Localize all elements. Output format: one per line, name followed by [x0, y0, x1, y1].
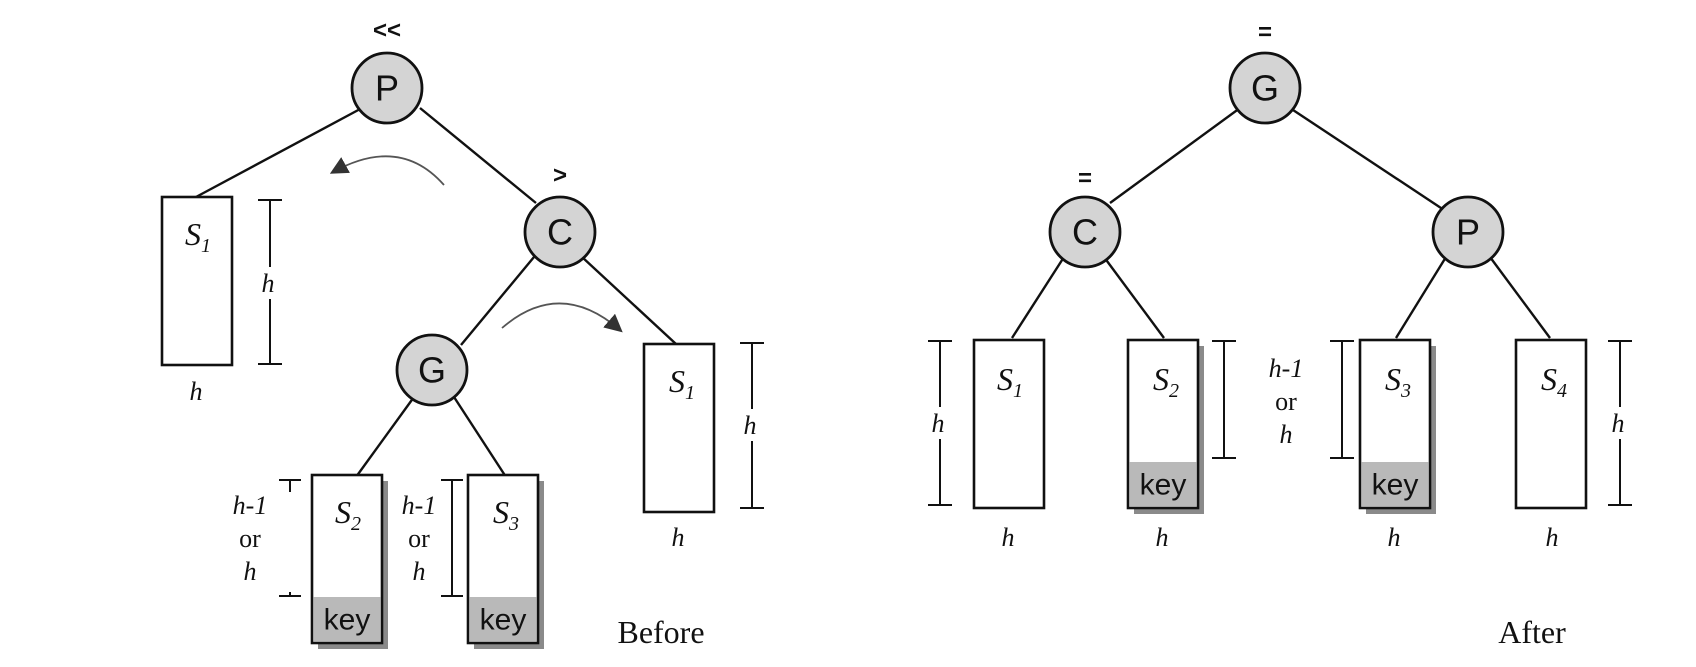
subtree-s3: key S3 h h-1 or h — [1269, 338, 1436, 552]
node-balance: > — [553, 162, 567, 189]
height-label: or — [1275, 387, 1297, 416]
height-label: h-1 — [1269, 354, 1304, 383]
rotate-right-arrow-icon — [501, 302, 623, 333]
subtree-height: h — [1002, 523, 1015, 552]
node-label: C — [547, 212, 573, 253]
after-caption: After — [1498, 614, 1566, 650]
height-label: or — [408, 524, 430, 553]
height-label: h — [932, 409, 945, 438]
node-c: > C — [523, 162, 597, 269]
subtree-height: h — [1546, 523, 1559, 552]
node-p: << P — [350, 17, 424, 125]
node-label: P — [1456, 212, 1480, 253]
subtree-name: S3 — [493, 494, 519, 535]
edge-g-c — [1109, 107, 1241, 204]
height-label: or — [239, 524, 261, 553]
height-label: h — [1280, 420, 1293, 449]
key-label: key — [480, 604, 527, 637]
subtree-name: S1 — [669, 363, 695, 404]
edge-c-s2 — [1103, 256, 1165, 339]
edge-g-s2 — [355, 396, 415, 478]
height-label: h — [413, 557, 426, 586]
height-label: h — [244, 557, 257, 586]
edge-p-c — [419, 107, 537, 204]
height-indicator: h-1 or h — [1269, 340, 1354, 459]
node-c: = C — [1048, 165, 1122, 269]
subtree-name: S3 — [1385, 361, 1411, 402]
subtree-s2: key S2 h-1 or h — [233, 473, 388, 649]
subtree-s3: key S3 h-1 or h — [396, 473, 544, 649]
edge-g-s3 — [452, 396, 508, 478]
edge-p-s1 — [195, 106, 363, 199]
node-balance: << — [373, 17, 401, 44]
edge-c-s1 — [1010, 256, 1066, 339]
subtree-s2: key S2 h — [1126, 338, 1236, 552]
edge-p-s3 — [1394, 256, 1448, 339]
key-label: key — [1140, 469, 1187, 502]
subtree-name: S2 — [335, 494, 361, 535]
edge-g-p — [1289, 106, 1445, 212]
subtree-s4: S4 h h — [1514, 338, 1632, 552]
height-label: h-1 — [402, 491, 437, 520]
key-label: key — [324, 604, 371, 637]
node-label: G — [1251, 68, 1279, 109]
node-label: C — [1072, 212, 1098, 253]
node-g: = G — [1228, 19, 1302, 125]
subtree-name: S1 — [997, 361, 1023, 402]
subtree-s1-left: S1 h h — [160, 195, 282, 406]
height-indicator: h — [740, 342, 764, 509]
height-indicator: h-1 or h — [233, 479, 301, 597]
height-indicator: h — [928, 340, 952, 506]
node-label: G — [418, 350, 446, 391]
height-label: h — [744, 411, 757, 440]
height-indicator: h — [1608, 340, 1632, 506]
edge-c-g — [460, 256, 535, 346]
before-caption: Before — [617, 614, 704, 650]
height-indicator: h-1 or h — [396, 479, 463, 597]
height-indicator — [1212, 340, 1236, 459]
after-tree: = G = C P S1 h h — [928, 19, 1632, 650]
subtree-name: S1 — [185, 216, 211, 257]
before-tree: << P > C G S1 h h — [160, 17, 764, 650]
height-indicator: h — [258, 199, 282, 365]
rotate-left-arrow-icon — [329, 155, 445, 186]
subtree-s1: S1 h h — [928, 338, 1046, 552]
subtree-height: h — [1388, 523, 1401, 552]
subtree-name: S4 — [1541, 361, 1567, 402]
subtree-height: h — [190, 377, 203, 406]
height-label: h — [262, 269, 275, 298]
edge-c-s1b — [581, 256, 677, 345]
key-label: key — [1372, 469, 1419, 502]
node-balance: = — [1258, 19, 1272, 46]
height-label: h-1 — [233, 491, 268, 520]
subtree-name: S2 — [1153, 361, 1179, 402]
node-p: P — [1431, 195, 1505, 269]
subtree-height: h — [1156, 523, 1169, 552]
height-label: h — [1612, 409, 1625, 438]
node-label: P — [375, 68, 399, 109]
node-balance: = — [1078, 165, 1092, 192]
subtree-height: h — [672, 523, 685, 552]
node-g: G — [395, 333, 469, 407]
subtree-s1-right: S1 h h — [642, 342, 764, 552]
edge-p-s4 — [1489, 256, 1551, 339]
